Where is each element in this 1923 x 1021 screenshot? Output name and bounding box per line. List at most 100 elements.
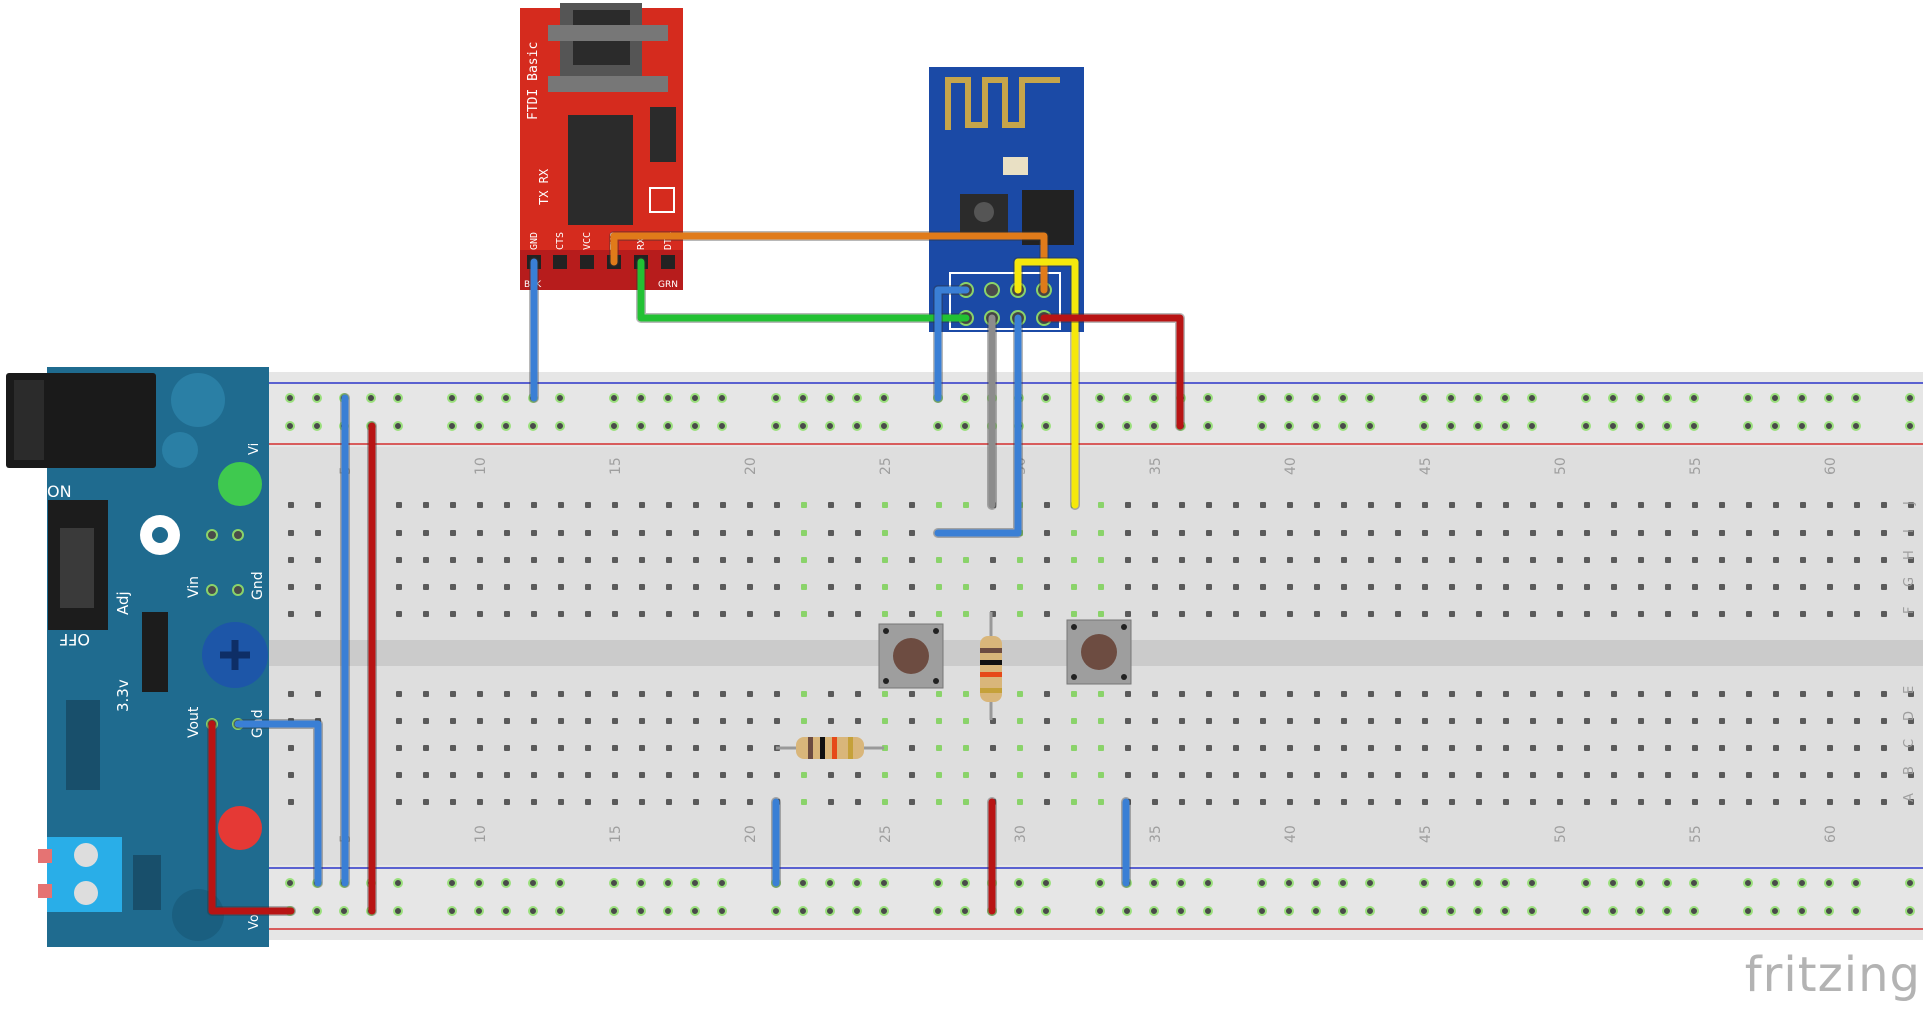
hole	[1314, 745, 1320, 751]
rail-hole	[1284, 906, 1294, 916]
hole	[909, 530, 915, 536]
hole	[423, 557, 429, 563]
hole	[1260, 799, 1266, 805]
hole	[1044, 745, 1050, 751]
module-pin	[206, 529, 218, 541]
rail-hole	[1446, 906, 1456, 916]
rail-hole	[825, 878, 835, 888]
hole	[477, 718, 483, 724]
hole	[1908, 799, 1914, 805]
hole	[1152, 745, 1158, 751]
rail-hole	[1338, 878, 1348, 888]
hole	[1341, 611, 1347, 617]
hole	[504, 718, 510, 724]
rail-hole	[1608, 906, 1618, 916]
hole	[1449, 799, 1455, 805]
power-switch-knob[interactable]	[60, 528, 94, 608]
hole	[1098, 772, 1104, 778]
hole	[774, 691, 780, 697]
potentiometer-cross-icon	[220, 640, 250, 670]
hole	[1341, 745, 1347, 751]
rail-hole	[933, 878, 943, 888]
hole	[1800, 745, 1806, 751]
hole	[1341, 691, 1347, 697]
rail-hole	[1338, 393, 1348, 403]
hole	[1449, 772, 1455, 778]
hole	[1854, 718, 1860, 724]
hole	[666, 557, 672, 563]
hole	[1746, 584, 1752, 590]
push-button-2[interactable]	[1066, 619, 1132, 685]
rail-hole	[690, 906, 700, 916]
hole	[1665, 772, 1671, 778]
hole	[639, 584, 645, 590]
rail-hole	[1770, 878, 1780, 888]
button-2-cap[interactable]	[1081, 634, 1117, 670]
wire-esp-vcc	[1014, 258, 1079, 509]
hole	[612, 611, 618, 617]
rail-hole	[879, 393, 889, 403]
hole	[1449, 584, 1455, 590]
hole	[1314, 799, 1320, 805]
rail-hole	[1122, 393, 1132, 403]
hole	[909, 584, 915, 590]
hole	[1233, 557, 1239, 563]
rail-hole	[1824, 421, 1834, 431]
hole	[1638, 611, 1644, 617]
hole	[1449, 502, 1455, 508]
hole	[747, 530, 753, 536]
rail-hole	[825, 393, 835, 403]
rail-hole	[1041, 878, 1051, 888]
hole	[1881, 745, 1887, 751]
hole	[666, 611, 672, 617]
hole	[1719, 691, 1725, 697]
esp-led	[1003, 157, 1028, 175]
hole	[612, 745, 618, 751]
hole	[504, 745, 510, 751]
hole	[612, 718, 618, 724]
hole	[909, 502, 915, 508]
hole	[1827, 530, 1833, 536]
hole	[1719, 718, 1725, 724]
rail-hole	[1014, 906, 1024, 916]
hole	[288, 530, 294, 536]
rail-hole	[447, 906, 457, 916]
ftdi-pin-label: DTR	[663, 231, 674, 250]
hole	[396, 718, 402, 724]
rail-hole	[771, 906, 781, 916]
hole	[1314, 718, 1320, 724]
hole	[1611, 799, 1617, 805]
hole	[639, 772, 645, 778]
push-button-1[interactable]	[878, 623, 944, 689]
hole	[1503, 772, 1509, 778]
rail-hole	[1689, 393, 1699, 403]
hole	[1125, 772, 1131, 778]
hole	[882, 718, 888, 724]
hole	[396, 799, 402, 805]
hole	[1665, 502, 1671, 508]
button-1-cap[interactable]	[893, 638, 929, 674]
rail-hole	[285, 421, 295, 431]
hole	[477, 772, 483, 778]
hole	[504, 530, 510, 536]
hole	[1881, 611, 1887, 617]
hole	[612, 502, 618, 508]
hole	[396, 772, 402, 778]
hole	[1422, 557, 1428, 563]
hole	[1368, 691, 1374, 697]
hole	[1044, 530, 1050, 536]
rail-hole	[447, 878, 457, 888]
hole	[666, 772, 672, 778]
hole	[1017, 691, 1023, 697]
hole	[1908, 611, 1914, 617]
hole	[774, 502, 780, 508]
column-label: 60	[1823, 825, 1839, 843]
hole	[1584, 691, 1590, 697]
resistor-horizontal	[776, 737, 884, 759]
rail-hole	[1824, 906, 1834, 916]
rail-hole	[1797, 393, 1807, 403]
bottom-power-rail	[200, 865, 1923, 940]
rail-hole	[1311, 421, 1321, 431]
hole	[612, 772, 618, 778]
